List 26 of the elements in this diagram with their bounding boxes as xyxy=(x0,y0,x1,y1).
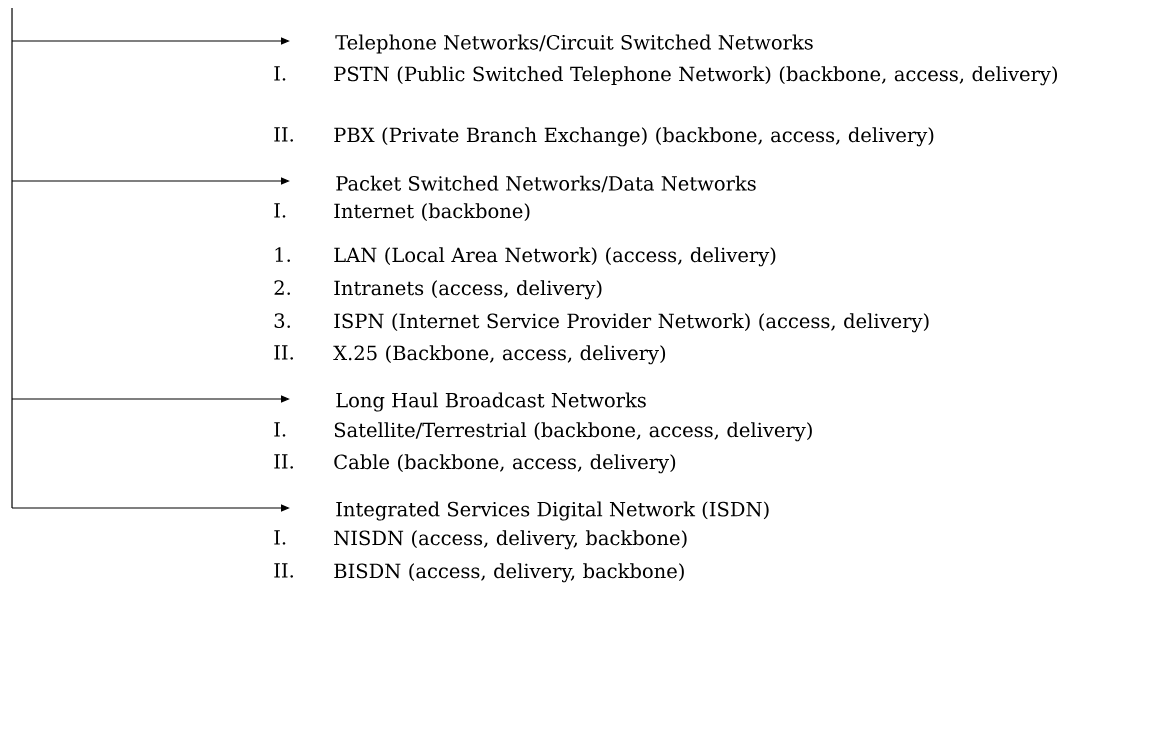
list-item: NISDN (access, delivery, backbone) xyxy=(334,530,687,550)
list-number: I. xyxy=(274,530,286,545)
list-item: Intranets (access, delivery) xyxy=(334,280,602,300)
heading-text: Long Haul Broadcast Networks xyxy=(336,392,646,412)
list-item: Internet (backbone) xyxy=(334,203,530,222)
list-number: I. xyxy=(274,422,286,437)
list-number: II. xyxy=(274,345,293,360)
list-number: I. xyxy=(274,203,286,218)
list-item: LAN (Local Area Network) (access, delivery) xyxy=(334,247,776,267)
list-number: 1. xyxy=(275,247,290,262)
list-item: BISDN (access, delivery, backbone) xyxy=(334,563,684,583)
heading-text: Packet Switched Networks/Data Networks xyxy=(336,175,756,193)
list-number: II. xyxy=(274,454,293,469)
list-item: Cable (backbone, access, delivery) xyxy=(334,454,676,474)
list-number: II. xyxy=(274,563,293,578)
list-number: II. xyxy=(274,127,293,142)
list-item: ISPN (Internet Service Provider Network) (access, delivery) xyxy=(334,313,929,333)
heading-text: Telephone Networks/Circuit Switched Networks xyxy=(335,34,813,54)
list-number: I. xyxy=(274,66,286,81)
list-item: PSTN (Public Switched Telephone Network) (backbone, access, delivery) xyxy=(334,66,1057,86)
list-item: Satellite/Terrestrial (backbone, access, delivery) xyxy=(334,422,812,442)
list-item: X.25 (Backbone, access, delivery) xyxy=(333,345,666,365)
heading-text: Integrated Services Digital Network (ISDN) xyxy=(336,501,769,521)
list-number: 3. xyxy=(274,313,290,328)
list-number: 2. xyxy=(274,280,290,295)
list-item: PBX (Private Branch Exchange) (backbone, access, delivery) xyxy=(334,127,934,147)
